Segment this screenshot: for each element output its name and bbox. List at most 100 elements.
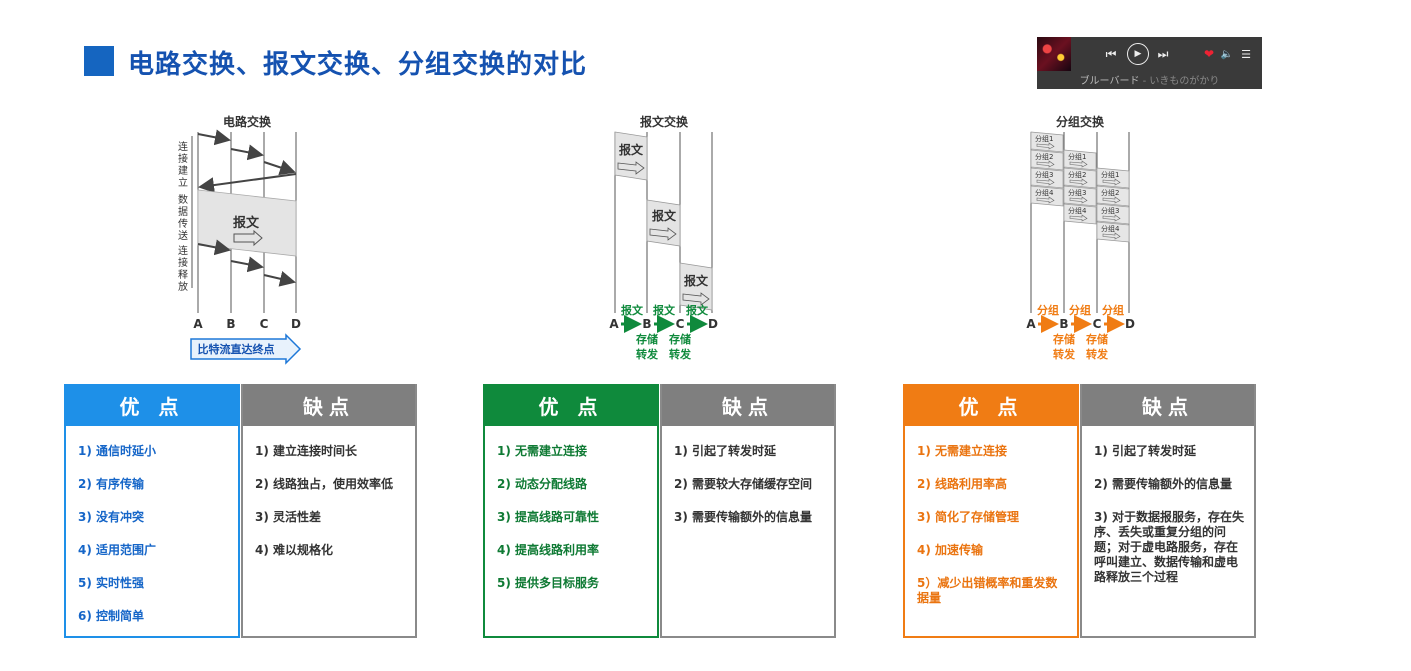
con-item: 2) 线路独占，使用效率低	[255, 477, 394, 491]
node-b: B	[642, 317, 651, 331]
packet-arrow-icon	[1036, 160, 1055, 168]
node-b: B	[1059, 317, 1068, 331]
now-playing: ブルーバード - いきものがかり	[1037, 72, 1262, 87]
playlist-icon[interactable]: ☰	[1241, 47, 1251, 61]
song-artist: - いきものがかり	[1139, 76, 1220, 87]
pro-item: 3) 简化了存储管理	[917, 510, 1020, 524]
packet-label: 分组1	[1035, 134, 1053, 143]
like-heart-icon[interactable]: ❤	[1203, 47, 1215, 61]
store-label: 存储	[1053, 332, 1075, 346]
packet-arrow-icon	[1069, 214, 1088, 222]
hop-label: 报文	[686, 303, 709, 317]
pro-item: 1) 无需建立连接	[497, 444, 588, 458]
title-marker	[84, 46, 114, 76]
hop-label: 分组	[1037, 303, 1059, 317]
message-block-label: 报文	[684, 273, 709, 288]
packet-arrow-icon	[1036, 142, 1055, 150]
packet-cell	[1063, 185, 1097, 207]
packet-label: 分组1	[1068, 152, 1086, 161]
packet-arrow-icon	[1069, 178, 1088, 186]
packet-arrow-icon	[1069, 160, 1088, 168]
phase-label: 数据传送	[178, 193, 188, 242]
pros-heading: 优 点	[905, 384, 1077, 426]
packet-label: 分组2	[1035, 152, 1053, 161]
album-art[interactable]	[1037, 37, 1071, 71]
node-c: C	[1093, 317, 1102, 331]
packet-switching-diagram: 分组交换 分组1分组2分组3分组4分组1分组2分组3分组4分组1分组2分组3分组…	[1026, 114, 1135, 361]
pro-item: 2) 动态分配线路	[497, 477, 588, 491]
circuit-pros-panel: 优 点 1) 通信时延小 2) 有序传输 3) 没有冲突 4) 适用范围广 5)…	[64, 384, 240, 638]
circuit-title: 电路交换	[223, 114, 272, 129]
message-switching-diagram: 报文交换 报文 报文 报文 报文 报文 报文 A B C D 存储 存储 转发 …	[609, 114, 718, 361]
cons-heading: 缺点	[243, 384, 415, 426]
pro-item: 3) 没有冲突	[78, 510, 145, 524]
message-pros-panel: 优 点 1) 无需建立连接 2) 动态分配线路 3) 提高线路可靠性 4) 提高…	[483, 384, 659, 638]
cons-heading: 缺点	[1082, 384, 1254, 426]
con-item: 4) 难以规格化	[255, 543, 334, 557]
circuit-message-label: 报文	[233, 215, 260, 231]
packet-label: 分组4	[1068, 206, 1087, 215]
forward-label: 转发	[669, 347, 692, 361]
store-label: 存储	[1086, 332, 1108, 346]
node-c: C	[260, 317, 269, 331]
play-button[interactable]: ▶	[1127, 43, 1149, 65]
hop-label: 报文	[621, 303, 644, 317]
node-a: A	[193, 317, 203, 331]
hop-label: 报文	[653, 303, 676, 317]
packet-cell	[1096, 185, 1130, 207]
pro-item: 4) 提高线路利用率	[497, 543, 600, 557]
packet-label: 分组4	[1035, 188, 1054, 197]
packet-cell	[1063, 149, 1097, 171]
cons-list: 1) 引起了转发时延 2) 需要传输额外的信息量 3) 对于数据报服务，存在失序…	[1082, 444, 1254, 585]
con-item: 2) 需要较大存储缓存空间	[674, 477, 813, 491]
packet-pros-panel: 优 点 1) 无需建立连接 2) 线路利用率高 3) 简化了存储管理 4) 加速…	[903, 384, 1079, 638]
packet-arrow-icon	[1102, 196, 1121, 204]
next-track-icon[interactable]: ⏭	[1157, 46, 1169, 61]
bitstream-label: 比特流直达终点	[198, 342, 275, 356]
packet-label: 分组4	[1101, 224, 1120, 233]
packet-cell	[1030, 131, 1064, 153]
pro-item: 4) 加速传输	[917, 543, 984, 557]
pros-heading: 优 点	[66, 384, 238, 426]
diagrams-canvas: 电路交换 连接建立 数据传送 连接释放 报文 A B C D 比特流直达终点 报…	[178, 114, 1135, 365]
con-item: 3) 灵活性差	[255, 510, 322, 524]
packet-arrow-icon	[1036, 196, 1055, 204]
packet-arrow-icon	[1069, 196, 1088, 204]
packet-label: 分组3	[1068, 188, 1086, 197]
cons-heading: 缺点	[662, 384, 834, 426]
node-d: D	[708, 317, 718, 331]
pros-list: 1) 无需建立连接 2) 动态分配线路 3) 提高线路可靠性 4) 提高线路利用…	[485, 444, 657, 591]
cons-list: 1) 建立连接时间长 2) 线路独占，使用效率低 3) 灵活性差 4) 难以规格…	[243, 444, 415, 558]
packet-cell	[1096, 167, 1130, 189]
previous-track-icon[interactable]: ⏮	[1105, 46, 1117, 61]
message-title: 报文交换	[640, 114, 689, 129]
packet-arrow-icon	[1036, 178, 1055, 186]
volume-icon[interactable]: 🔈	[1220, 48, 1234, 60]
packet-label: 分组1	[1101, 170, 1119, 179]
con-item: 1) 引起了转发时延	[674, 444, 777, 458]
packet-label: 分组2	[1068, 170, 1086, 179]
con-item: 1) 引起了转发时延	[1094, 444, 1197, 458]
node-c: C	[676, 317, 685, 331]
hop-label: 分组	[1102, 303, 1124, 317]
packet-cell	[1030, 185, 1064, 207]
packet-cell	[1063, 203, 1097, 225]
circuit-switching-diagram: 电路交换 连接建立 数据传送 连接释放 报文 A B C D 比特流直达终点	[178, 114, 302, 365]
forward-label: 转发	[1086, 347, 1109, 361]
con-item: 2) 需要传输额外的信息量	[1094, 477, 1233, 491]
packet-arrow-icon	[1102, 178, 1121, 186]
node-a: A	[609, 317, 619, 331]
packet-label: 分组3	[1101, 206, 1119, 215]
pro-item: 4) 适用范围广	[78, 543, 157, 557]
store-label: 存储	[636, 332, 658, 346]
phase-label: 连接释放	[178, 244, 188, 293]
song-title: ブルーバード	[1079, 76, 1140, 87]
node-d: D	[1125, 317, 1135, 331]
pro-item: 1) 无需建立连接	[917, 444, 1008, 458]
pros-list: 1) 通信时延小 2) 有序传输 3) 没有冲突 4) 适用范围广 5) 实时性…	[66, 444, 238, 624]
packet-label: 分组2	[1101, 188, 1119, 197]
hop-label: 分组	[1069, 303, 1091, 317]
forward-label: 转发	[1053, 347, 1076, 361]
packet-cell	[1096, 221, 1130, 243]
